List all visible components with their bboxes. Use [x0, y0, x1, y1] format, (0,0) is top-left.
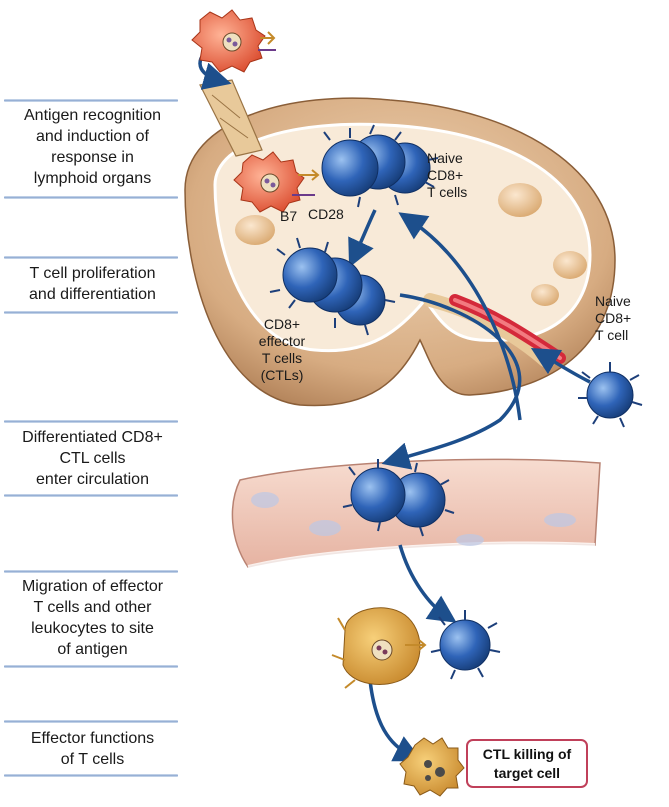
- follicle: [235, 215, 275, 245]
- t-cell-group-effector: [269, 237, 396, 336]
- ctl-killing-callout: CTL killing of target cell: [466, 739, 588, 788]
- step-line: lymphoid organs: [33, 170, 152, 187]
- killed-target-cell: [399, 737, 465, 797]
- follicle: [531, 284, 559, 306]
- step-line: of T cells: [60, 751, 125, 768]
- divider: [4, 774, 178, 777]
- label-line: T cell: [595, 327, 629, 343]
- flow-arrows: [198, 43, 591, 762]
- step-effector-functions: Effector functions of T cells: [0, 728, 185, 770]
- antigen-presenting-cell-node: [233, 151, 320, 213]
- step-migration: Migration of effector T cells and other …: [0, 576, 185, 660]
- follicle: [553, 251, 587, 279]
- t-cell-group-naive: [321, 124, 439, 208]
- divider: [4, 256, 178, 259]
- effector-t-cell-site: [430, 610, 501, 680]
- step-line: of antigen: [57, 641, 128, 658]
- step-line: T cells and other: [33, 599, 152, 616]
- label-line: CD8+: [595, 310, 632, 326]
- divider: [4, 720, 178, 723]
- divider: [4, 311, 178, 314]
- label-line: CD8+: [427, 167, 464, 183]
- step-line: Antigen recognition: [24, 107, 161, 124]
- label-b7: B7: [280, 208, 298, 224]
- step-enter-circulation: Differentiated CD8+ CTL cells enter circ…: [0, 427, 185, 490]
- step-line: Effector functions: [30, 730, 155, 747]
- label-line: CD8+: [263, 316, 301, 332]
- naive-t-cell-single: [578, 362, 643, 428]
- target-cell: [331, 607, 427, 689]
- label-line: (CTLs): [260, 367, 304, 383]
- divider: [4, 570, 178, 573]
- t-cell-group-circulation: [342, 459, 455, 537]
- divider: [4, 665, 178, 668]
- step-line: response in: [51, 149, 134, 166]
- label-cd8-effector: CD8+ effector T cells (CTLs): [242, 316, 322, 384]
- step-line: and differentiation: [29, 286, 156, 303]
- label-cd28: CD28: [308, 206, 344, 222]
- step-line: and induction of: [36, 128, 149, 145]
- label-naive-cd8-t-cell: Naive CD8+ T cell: [595, 293, 631, 344]
- divider: [4, 196, 178, 199]
- divider: [4, 420, 178, 423]
- step-line: Differentiated CD8+: [22, 429, 163, 446]
- step-line: leukocytes to site: [31, 620, 154, 637]
- step-antigen-recognition: Antigen recognition and induction of res…: [0, 105, 185, 189]
- step-line: Migration of effector: [21, 578, 164, 595]
- label-line: effector: [258, 333, 306, 349]
- callout-line: target cell: [493, 764, 561, 781]
- step-line: CTL cells: [59, 450, 126, 467]
- divider: [4, 99, 178, 102]
- follicle: [498, 183, 542, 217]
- antigen-presenting-cell: [191, 9, 276, 73]
- step-line: T cell proliferation: [29, 265, 156, 282]
- label-naive-cd8-t-cells: Naive CD8+ T cells: [427, 150, 467, 201]
- step-line: enter circulation: [36, 471, 149, 488]
- callout-line: CTL killing of: [482, 745, 572, 762]
- label-line: Naive: [427, 150, 463, 166]
- label-line: Naive: [595, 293, 631, 309]
- divider: [4, 494, 178, 497]
- step-proliferation: T cell proliferation and differentiation: [0, 263, 185, 305]
- label-line: T cells: [261, 350, 303, 366]
- label-line: T cells: [427, 184, 468, 200]
